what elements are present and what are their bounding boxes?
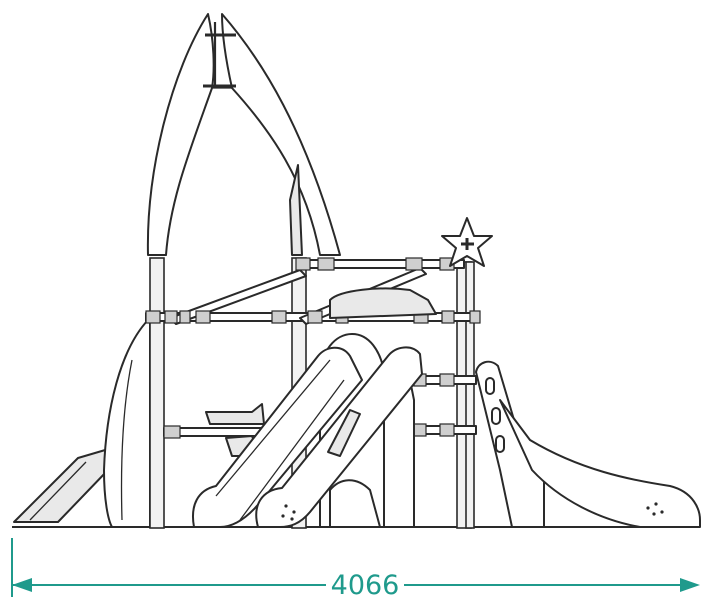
overall-width-dimension: 4066 bbox=[11, 538, 700, 597]
dimension-arrow-right bbox=[680, 578, 700, 592]
dimension-label: 4066 bbox=[331, 570, 400, 597]
rocket-tower bbox=[103, 13, 341, 528]
rocket-fin bbox=[289, 164, 303, 256]
main-slide bbox=[192, 346, 423, 528]
star-ornament bbox=[441, 217, 493, 267]
back-panel bbox=[329, 287, 437, 319]
left-slide bbox=[13, 447, 113, 523]
right-slide bbox=[475, 360, 701, 528]
dimension-arrow-left bbox=[12, 578, 32, 592]
